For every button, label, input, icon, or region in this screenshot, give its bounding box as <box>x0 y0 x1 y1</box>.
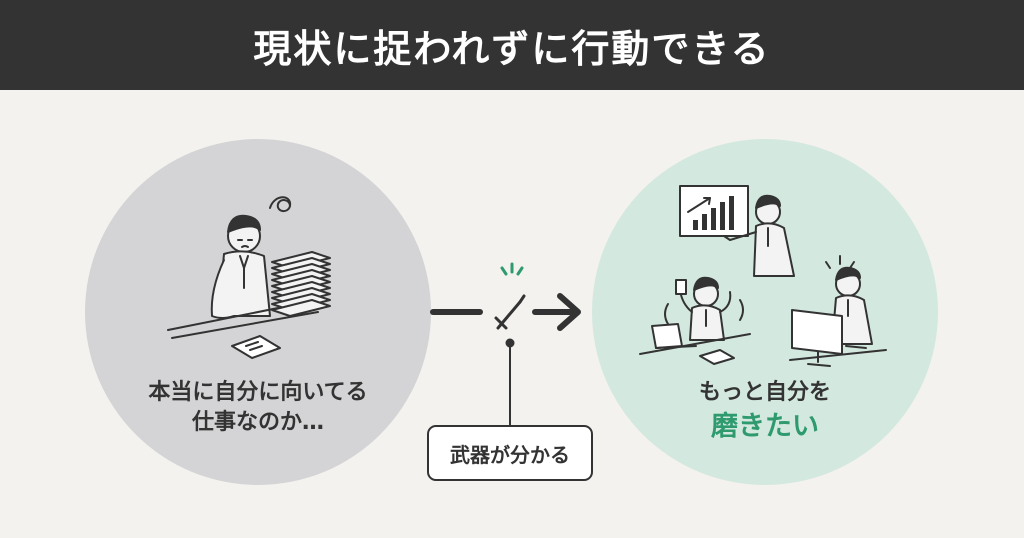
center-label: 武器が分かる <box>450 442 570 467</box>
connector <box>430 293 581 426</box>
left-caption-line1: 本当に自分に向いてる <box>148 380 368 405</box>
right-caption: もっと自分を 磨きたい <box>592 378 938 442</box>
worried-worker-illustration <box>167 196 331 359</box>
arrow-right-icon <box>557 293 581 331</box>
presenting-worker-illustration <box>679 185 795 277</box>
callout-dot <box>505 338 515 348</box>
left-caption-line2: 仕事なのか… <box>191 410 324 435</box>
right-caption-line1: もっと自分を <box>698 380 831 405</box>
header-bar: 現状に捉われずに行動できる <box>0 0 1024 90</box>
sword-icon <box>494 294 526 330</box>
left-caption: 本当に自分に向いてる 仕事なのか… <box>85 378 431 438</box>
right-caption-highlight: 磨きたい <box>711 411 819 442</box>
sparkle-icon <box>500 262 524 276</box>
center-label-box: 武器が分かる <box>427 425 593 481</box>
page-title: 現状に捉われずに行動できる <box>253 26 771 71</box>
computer-worker-illustration <box>789 255 887 367</box>
busy-worker-illustration <box>639 276 751 365</box>
